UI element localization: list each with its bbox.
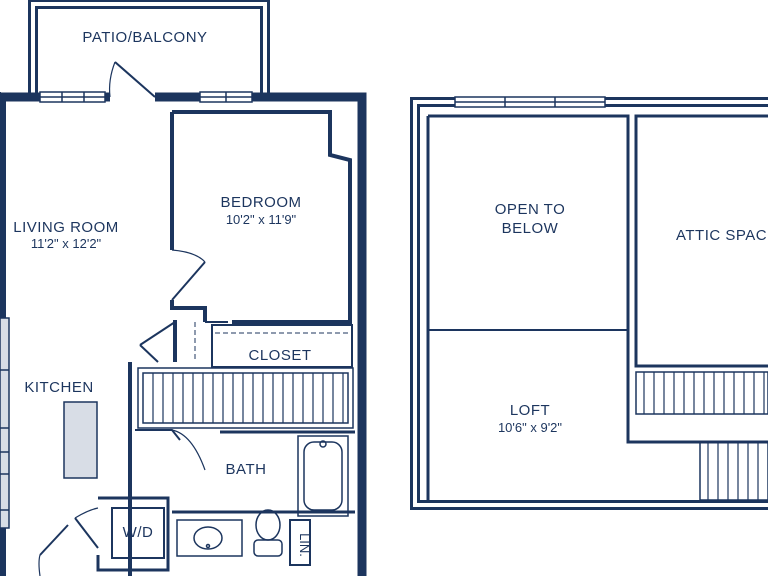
wd-label: W/D [123, 524, 154, 541]
linen-label: LIN. [297, 533, 312, 557]
upper-exterior-walls [410, 97, 768, 510]
linen-closet [289, 519, 311, 566]
bathtub [297, 435, 349, 517]
upper-floor [410, 96, 768, 510]
bedroom-door [171, 249, 206, 301]
bedroom-label: BEDROOM [220, 194, 301, 211]
closet-label: CLOSET [248, 347, 311, 364]
lower-floor [0, 0, 367, 576]
patio-walls [28, 0, 270, 94]
loft-dims: 10'6" x 9'2" [498, 420, 562, 435]
attic-walls [634, 114, 768, 368]
stairs [137, 367, 354, 429]
bedroom-dims: 10'2" x 11'9" [226, 212, 297, 227]
open-area-walls [426, 114, 768, 500]
bath-label: BATH [226, 461, 267, 478]
kitchen-counter [0, 317, 10, 529]
window [39, 91, 106, 103]
open-to-below-label: OPEN TO [495, 201, 565, 218]
bedroom-walls [170, 110, 352, 324]
stair-steps [152, 373, 344, 423]
stair-steps [643, 372, 765, 500]
patio-label: PATIO/BALCONY [82, 29, 207, 46]
open-to-below-label-2: BELOW [502, 220, 559, 237]
attic-label: ATTIC SPACE [676, 227, 768, 244]
wd-closet [74, 496, 170, 572]
vanity [176, 519, 243, 557]
living-room-label: LIVING ROOM [13, 219, 119, 236]
living-room-dims: 11'2" x 12'2" [31, 236, 102, 251]
window [199, 91, 253, 103]
bath-walls [128, 362, 355, 576]
labels: PATIO/BALCONY LIVING ROOM 11'2" x 12'2" … [13, 29, 768, 557]
loft-label: LOFT [510, 402, 550, 419]
kitchen-label: KITCHEN [24, 379, 93, 396]
exterior-walls [0, 92, 367, 576]
kitchen-island [63, 401, 98, 479]
closet-walls [139, 320, 353, 368]
patio-door [108, 61, 156, 98]
window [454, 96, 606, 108]
upper-stairs [635, 371, 768, 501]
entry-door [38, 524, 69, 576]
toilet [253, 509, 283, 557]
